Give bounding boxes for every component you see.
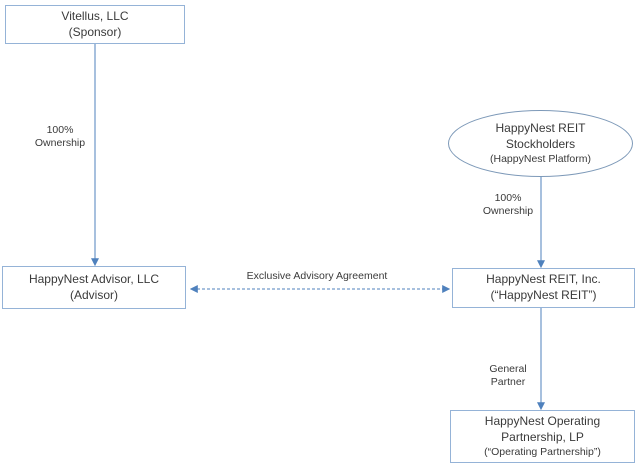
label-general-partner-line2: Partner	[490, 376, 526, 389]
label-ownership-right: 100% Ownership	[468, 192, 548, 218]
node-operating-partnership-alias: (“Operating Partnership”)	[484, 445, 601, 458]
label-general-partner: General Partner	[468, 363, 548, 389]
node-reit: HappyNest REIT, Inc. (“HappyNest REIT”)	[452, 268, 635, 308]
node-stockholders-name-line1: HappyNest REIT	[495, 121, 586, 136]
label-ownership-left-line1: 100%	[46, 124, 74, 136]
label-ownership-right-line2: Ownership	[482, 205, 534, 218]
node-advisor: HappyNest Advisor, LLC (Advisor)	[2, 266, 186, 309]
node-stockholders: HappyNest REIT Stockholders (HappyNest P…	[448, 110, 633, 177]
node-sponsor: Vitellus, LLC (Sponsor)	[5, 5, 185, 44]
node-operating-partnership: HappyNest Operating Partnership, LP (“Op…	[450, 410, 635, 463]
label-advisory-agreement: Exclusive Advisory Agreement	[217, 270, 417, 283]
node-advisor-role: (Advisor)	[69, 287, 118, 302]
label-ownership-left: 100% Ownership	[20, 124, 100, 150]
node-advisor-name: HappyNest Advisor, LLC	[28, 271, 160, 286]
label-general-partner-line1: General	[489, 363, 527, 375]
node-sponsor-role: (Sponsor)	[68, 24, 122, 39]
node-stockholders-name-line2: Stockholders	[505, 136, 576, 151]
node-reit-alias: (“HappyNest REIT”)	[490, 288, 597, 302]
node-operating-partnership-name-line1: HappyNest Operating	[484, 414, 601, 429]
node-reit-name: HappyNest REIT, Inc.	[486, 272, 601, 287]
node-operating-partnership-name-line2: Partnership, LP	[501, 429, 584, 444]
label-advisory-agreement-text: Exclusive Advisory Agreement	[246, 270, 388, 282]
label-ownership-right-line1: 100%	[494, 192, 522, 204]
node-stockholders-subtitle: (HappyNest Platform)	[490, 152, 591, 165]
label-ownership-left-line2: Ownership	[34, 137, 86, 150]
node-sponsor-name: Vitellus, LLC	[61, 8, 129, 23]
